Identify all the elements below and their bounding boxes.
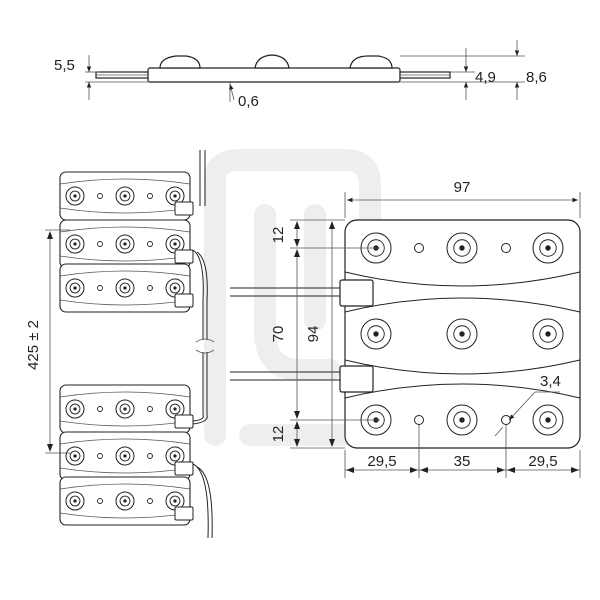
chain-module	[59, 219, 194, 269]
led-lens	[115, 234, 135, 254]
dim-module-width: 97	[454, 179, 471, 196]
chain-module	[59, 431, 194, 481]
connector	[174, 461, 194, 476]
break-symbol	[195, 338, 215, 354]
mounting-hole	[147, 285, 153, 291]
led-lens	[65, 491, 85, 511]
led-lens	[532, 404, 564, 436]
mounting-hole	[97, 241, 103, 247]
connector	[174, 293, 194, 308]
led-lens	[360, 318, 392, 350]
connector	[174, 414, 194, 429]
mounting-hole	[501, 415, 511, 425]
mounting-hole	[147, 241, 153, 247]
led-lens	[532, 318, 564, 350]
dim-chain-pitch: 425 ± 2	[25, 320, 42, 370]
side-view	[85, 40, 525, 102]
chain-module	[59, 263, 194, 313]
mounting-hole	[501, 243, 511, 253]
dim-total-height: 8,6	[526, 69, 547, 86]
mounting-hole	[97, 285, 103, 291]
dim-lens-pitch-v: 70	[270, 326, 287, 343]
module-chain-view	[59, 150, 215, 539]
mounting-hole	[147, 498, 153, 504]
led-lens	[115, 399, 135, 419]
dim-module-height: 94	[305, 326, 322, 343]
dim-offset-right: 29,5	[528, 453, 557, 470]
connector	[174, 249, 194, 264]
led-lens	[165, 446, 185, 466]
led-lens	[115, 278, 135, 298]
mounting-hole	[97, 193, 103, 199]
led-lens	[165, 234, 185, 254]
chain-pitch-dimension	[45, 229, 70, 454]
led-lens	[532, 232, 564, 264]
dim-hole-diameter: 3,4	[540, 373, 561, 390]
connector	[174, 201, 194, 216]
led-lens	[115, 446, 135, 466]
led-lens	[446, 404, 478, 436]
led-lens	[165, 399, 185, 419]
mounting-hole	[414, 243, 424, 253]
led-lens	[65, 234, 85, 254]
mounting-hole	[97, 406, 103, 412]
dim-offset-left: 29,5	[367, 453, 396, 470]
led-lens	[65, 186, 85, 206]
chain-module	[59, 171, 194, 221]
mounting-hole	[97, 498, 103, 504]
mounting-hole	[147, 453, 153, 459]
dim-thickness: 0,6	[238, 93, 259, 110]
connector	[174, 506, 194, 521]
mounting-hole	[147, 193, 153, 199]
chain-module	[59, 384, 194, 434]
chain-wires	[192, 150, 215, 539]
led-lens	[446, 232, 478, 264]
mounting-hole	[414, 415, 424, 425]
module-detail-view	[230, 192, 581, 478]
mounting-hole	[97, 453, 103, 459]
led-lens	[65, 399, 85, 419]
led-lens	[65, 278, 85, 298]
dim-edge-top: 12	[270, 227, 287, 244]
dim-edge-bottom: 12	[270, 426, 287, 443]
led-lens	[115, 491, 135, 511]
mounting-hole	[147, 406, 153, 412]
led-lens	[446, 318, 478, 350]
led-lens	[115, 186, 135, 206]
dim-lens-pitch-h: 35	[454, 453, 471, 470]
led-lens	[65, 446, 85, 466]
dim-led-height: 4,9	[475, 69, 496, 86]
chain-module	[59, 476, 194, 526]
dim-side-height: 5,5	[54, 57, 75, 74]
